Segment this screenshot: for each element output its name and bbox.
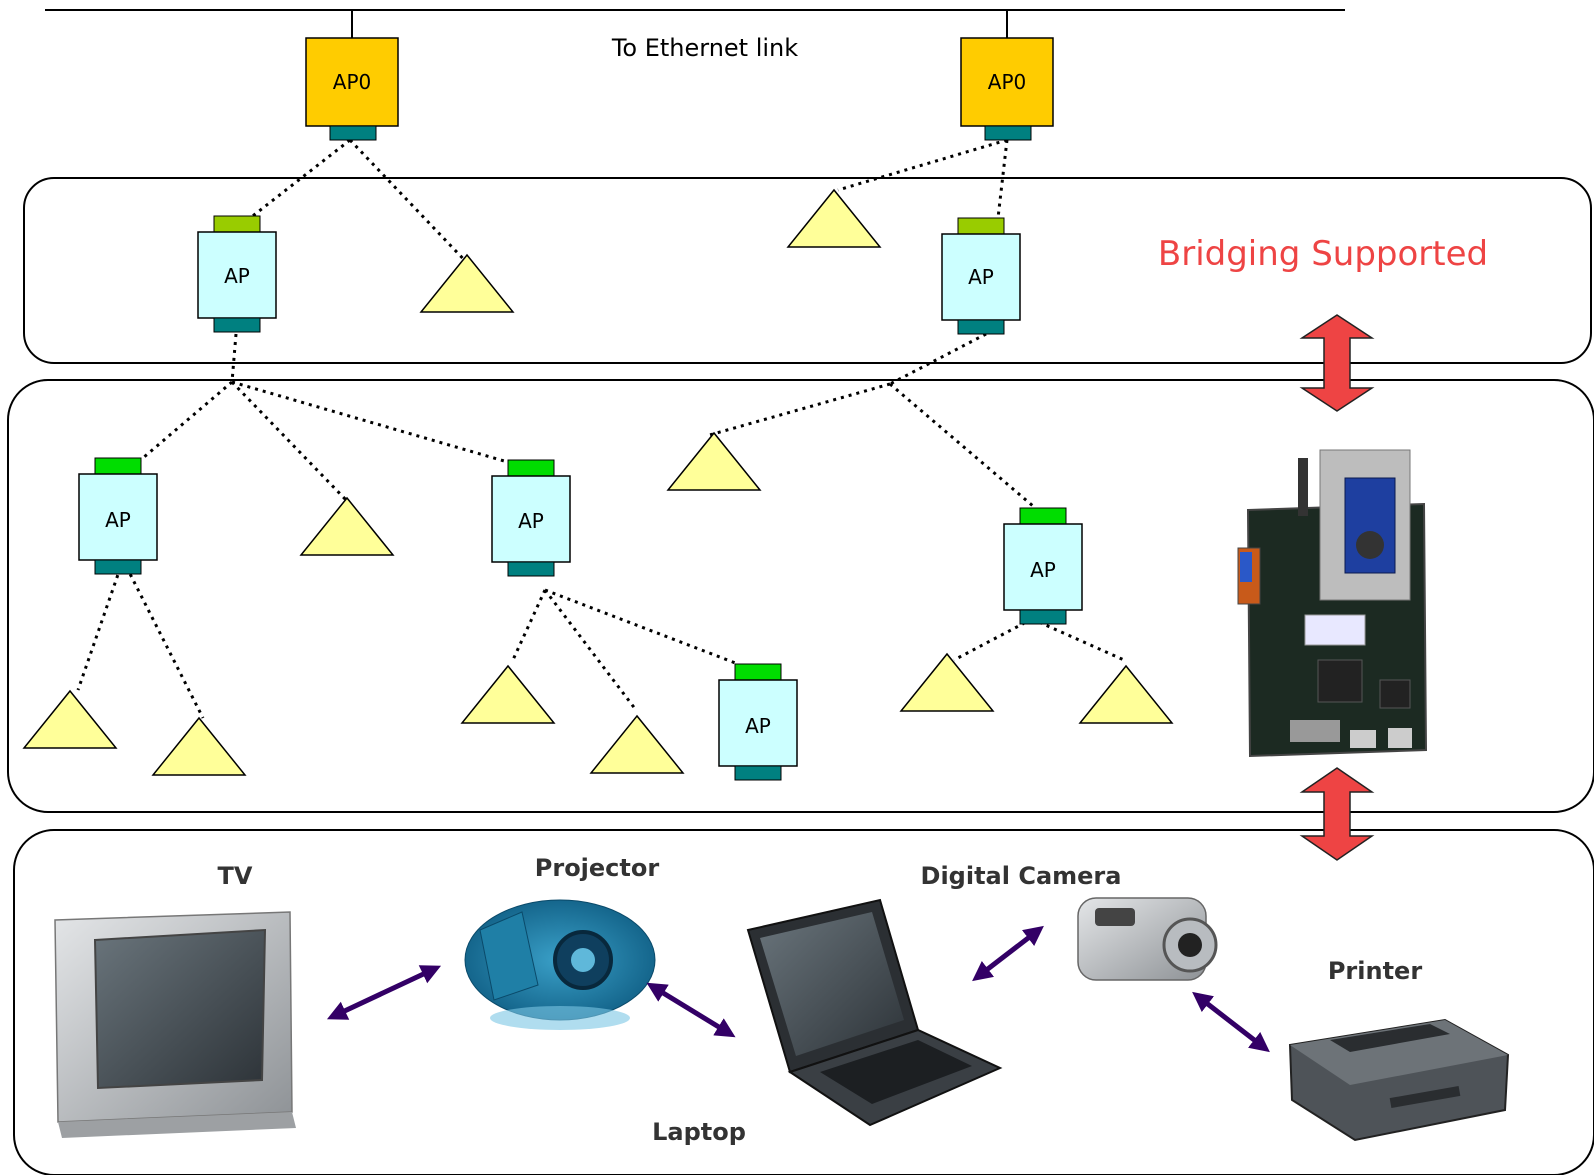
root-ap-left: AP0 (305, 37, 399, 141)
ap-bridge-right: AP (941, 217, 1021, 335)
laptop-image (746, 898, 1003, 1127)
bridge-arrow-upper (1299, 314, 1375, 412)
bridging-arrows (1299, 314, 1375, 861)
bridging-supported-label: Bridging Supported (1158, 234, 1488, 274)
projector-laptop-arrow (646, 982, 736, 1038)
wireless-mesh-box (7, 379, 1594, 813)
ap-label: AP (745, 714, 771, 738)
ap-mesh-1: AP (78, 457, 158, 575)
station-triangle (899, 652, 995, 712)
device-links (326, 925, 1270, 1053)
ap-label: AP (968, 265, 994, 289)
printer-image (1288, 1018, 1510, 1142)
bridging-layer-box (23, 177, 1592, 364)
ap-label: AP (105, 508, 131, 532)
laptop-camera-arrow (972, 925, 1044, 982)
laptop-label: Laptop (652, 1118, 746, 1146)
station-triangle (786, 188, 882, 248)
ap-label: AP (224, 264, 250, 288)
ap-mesh-2: AP (491, 459, 571, 577)
stations (22, 188, 1174, 776)
digital-camera-image (1077, 897, 1218, 981)
tv-projector-arrow (326, 965, 442, 1020)
ap-label: AP (1030, 558, 1056, 582)
root-ap-left-label: AP0 (333, 70, 371, 94)
printer-label: Printer (1328, 957, 1422, 985)
station-triangle (666, 431, 762, 491)
projector-image (464, 899, 656, 1030)
ethernet-backbone (45, 9, 1345, 38)
station-triangle (1078, 664, 1174, 724)
digital-camera-label: Digital Camera (921, 862, 1122, 890)
tv-image (54, 911, 296, 1138)
ap-label: AP (518, 509, 544, 533)
station-triangle (589, 714, 685, 774)
station-triangle (419, 253, 515, 313)
ethernet-label: To Ethernet link (611, 34, 798, 62)
bridge-arrow-lower (1299, 767, 1375, 861)
ap-mesh-3: AP (1003, 507, 1083, 625)
root-ap-right: AP0 (960, 37, 1054, 141)
station-triangle (22, 689, 118, 749)
station-triangle (151, 716, 247, 776)
projector-label: Projector (535, 854, 660, 882)
wireless-links (76, 138, 1125, 719)
ap-bridge-left: AP (197, 215, 277, 333)
tv-label: TV (218, 862, 253, 890)
ap-mesh-4: AP (718, 663, 798, 781)
camera-printer-arrow (1192, 991, 1270, 1053)
devices-box (13, 829, 1594, 1175)
bridge-board-image (1237, 449, 1428, 758)
root-ap-right-label: AP0 (988, 70, 1026, 94)
station-triangle (460, 664, 556, 724)
station-triangle (299, 496, 395, 556)
